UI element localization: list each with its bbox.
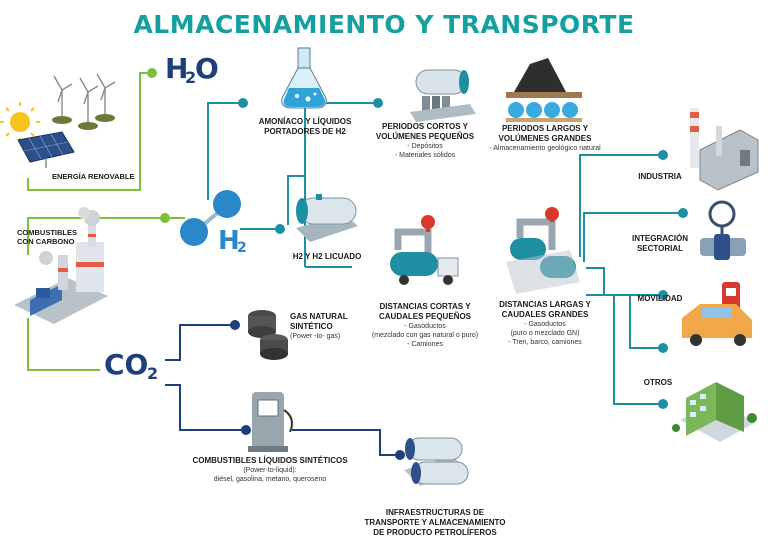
- valve-icon: [700, 200, 746, 260]
- geological-storage-icon: [506, 58, 582, 122]
- use-integration-title: INTEGRACIÓN SECTORIAL: [632, 234, 688, 253]
- infrastructure-tanks-icon: [404, 437, 469, 486]
- industry-icon: [690, 108, 759, 191]
- flask-icon: [281, 47, 327, 109]
- short-periods-title: PERIODOS CORTOS Y VOLÚMENES PEQUEÑOS: [375, 122, 475, 141]
- short-periods-line-2: - Materiales sólidos: [394, 152, 456, 159]
- power-plant-icon: [14, 207, 108, 324]
- co2-label: CO 2: [104, 348, 174, 388]
- long-distances-label: DISTANCIAS LARGAS Y CAUDALES GRANDES - G…: [490, 300, 600, 347]
- use-others-title: OTROS: [643, 378, 673, 387]
- turbine-bases: [52, 114, 115, 130]
- h2o-sub: 2: [185, 68, 197, 87]
- long-distances-line-2: (puro o mezclado GN): [510, 330, 580, 337]
- synthetic-gas-label: GAS NATURAL SINTÉTICO (Power -to- gas): [290, 312, 360, 341]
- h2-liquid-title: H2 Y H2 LICUADO: [292, 252, 362, 261]
- use-integration: INTEGRACIÓN SECTORIAL: [628, 234, 692, 254]
- short-periods-line-1: - Depósitos: [407, 143, 443, 150]
- infrastructure-title: INFRAESTRUCTURAS DE TRANSPORTE Y ALMACEN…: [364, 508, 506, 537]
- building-icon: [672, 382, 757, 442]
- green-connectors: [27, 72, 185, 371]
- renewable-label: ENERGÍA RENOVABLE: [52, 172, 135, 181]
- solar-panel-icon: [17, 131, 75, 168]
- h2o-h: H: [165, 52, 189, 85]
- short-distances-line-2: (mezclado con gas natural o puro): [371, 332, 479, 339]
- page-title: ALMACENAMIENTO Y TRANSPORTE: [133, 10, 635, 39]
- long-periods-label: PERIODOS LARGOS Y VOLÚMENES GRANDES - Al…: [480, 124, 610, 153]
- short-distances-title: DISTANCIAS CORTAS Y CAUDALES PEQUEÑOS: [378, 302, 471, 321]
- use-industry: INDUSTRIA: [630, 172, 690, 182]
- short-distances-line-3: - Camiones: [407, 341, 443, 348]
- long-distances-title: DISTANCIAS LARGAS Y CAUDALES GRANDES: [499, 300, 591, 319]
- short-distances-label: DISTANCIAS CORTAS Y CAUDALES PEQUEÑOS - …: [360, 302, 490, 349]
- h2o-label: H 2 O: [165, 52, 225, 92]
- h2-tank-icon: [296, 194, 358, 242]
- synthetic-fuels-line-2: diésel, gasolina, metano, queroseno: [213, 476, 327, 483]
- use-industry-title: INDUSTRIA: [638, 172, 682, 181]
- navy-connectors: [165, 324, 398, 456]
- co2-sub: 2: [147, 364, 159, 383]
- truck-pipeline-icon: [390, 215, 459, 285]
- teal-dots: [238, 98, 688, 409]
- use-mobility-title: MOVILIDAD: [637, 294, 683, 303]
- synthetic-gas-title: GAS NATURAL SINTÉTICO: [290, 312, 348, 331]
- co2-co: CO: [104, 348, 149, 381]
- fossil-label: COMBUSTIBLES CON CARBONO: [17, 228, 77, 246]
- h2-molecule-icon: [180, 190, 241, 246]
- gas-cylinders-icon: [248, 310, 288, 360]
- long-periods-line-1: - Almacenamiento geológico natural: [489, 145, 601, 152]
- h2-liquid-label: H2 Y H2 LICUADO: [282, 252, 372, 262]
- h2-sub: 2: [237, 240, 247, 256]
- storage-tank-icon: [410, 69, 476, 122]
- navy-dots: [230, 320, 405, 460]
- car-charger-icon: [682, 282, 752, 346]
- infrastructure-label: INFRAESTRUCTURAS DE TRANSPORTE Y ALMACEN…: [360, 508, 510, 538]
- short-periods-label: PERIODOS CORTOS Y VOLÚMENES PEQUEÑOS - D…: [375, 122, 475, 160]
- sun-icon: [0, 102, 40, 142]
- long-periods-title: PERIODOS LARGOS Y VOLÚMENES GRANDES: [498, 124, 592, 143]
- h2-label: H 2: [218, 226, 258, 266]
- synthetic-fuels-line-1: (Power-to-liquid):: [243, 467, 297, 474]
- h2-h: H: [218, 226, 240, 256]
- h2o-o: O: [195, 52, 219, 85]
- synthetic-fuels-label: COMBUSTIBLES LÍQUIDOS SINTÉTICOS (Power-…: [190, 456, 350, 484]
- synthetic-fuels-title: COMBUSTIBLES LÍQUIDOS SINTÉTICOS: [192, 456, 348, 465]
- ammonia-title: AMONÍACO Y LÍQUIDOS PORTADORES DE H2: [258, 117, 352, 136]
- green-dots: [147, 68, 170, 223]
- pipeline-tanks-icon: [506, 207, 580, 294]
- use-mobility: MOVILIDAD: [632, 294, 688, 304]
- synthetic-gas-line-1: (Power -to- gas): [290, 333, 341, 340]
- wind-turbine-icon: [53, 73, 116, 124]
- fuel-pump-icon: [248, 392, 293, 452]
- long-distances-line-1: - Gasoductos: [524, 321, 566, 328]
- long-distances-line-3: - Tren, barco, camiones: [508, 339, 582, 346]
- ammonia-label: AMONÍACO Y LÍQUIDOS PORTADORES DE H2: [250, 117, 360, 137]
- short-distances-line-1: - Gasoductos: [404, 323, 446, 330]
- use-others: OTROS: [630, 378, 686, 388]
